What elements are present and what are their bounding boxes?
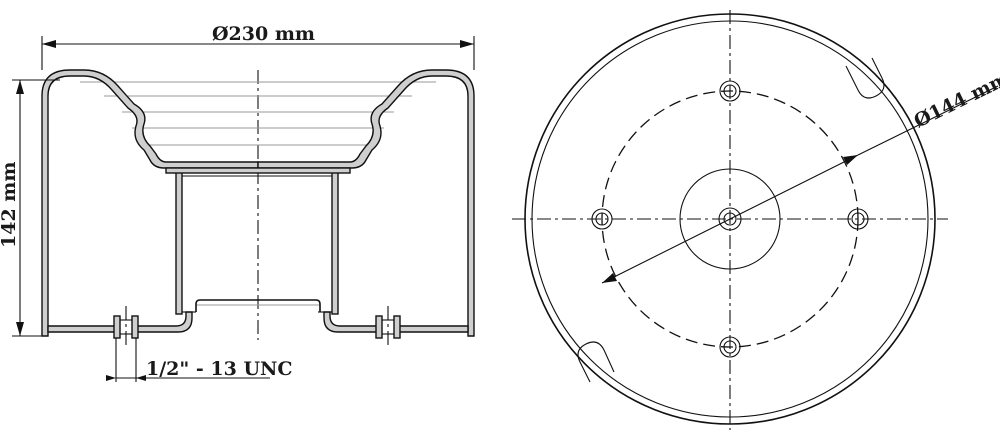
column-cap	[165, 167, 351, 174]
rim-slot-top-right	[845, 57, 885, 99]
bolt-hole-left	[591, 208, 613, 230]
bolt-hole-bottom	[719, 336, 741, 358]
bolt-hole-top	[719, 80, 741, 102]
bolt-circle-dimension: Ø144 mm	[601, 68, 1000, 284]
section-view: Ø230 mm 142 mm 1/2" - 13 UNC	[0, 23, 475, 382]
height-dimension: 142 mm	[0, 79, 60, 337]
bolt-hole-right	[847, 208, 869, 230]
threaded-insert-left	[113, 306, 139, 346]
outer-shell-right	[257, 69, 475, 337]
diameter-dimension: Ø230 mm	[41, 23, 475, 70]
bowl-guide-lines	[80, 81, 436, 306]
base-plate-right-inner	[323, 311, 379, 333]
thread-label: 1/2" - 13 UNC	[146, 358, 293, 380]
bolt-circle-label: Ø144 mm	[911, 68, 1000, 133]
outer-shell-left	[41, 69, 259, 337]
column-flange	[195, 299, 321, 312]
plan-view: Ø144 mm	[512, 10, 1000, 430]
column-wall-right	[331, 169, 339, 315]
base-plate-left-inner	[135, 311, 193, 333]
threaded-insert-right	[375, 306, 401, 346]
column-wall-left	[175, 169, 183, 315]
base-plate-right	[397, 325, 469, 333]
height-label: 142 mm	[0, 162, 20, 248]
rim-slot-bottom-left	[577, 341, 615, 383]
outer-diameter-label: Ø230 mm	[212, 23, 315, 45]
thread-callout: 1/2" - 13 UNC	[106, 338, 293, 382]
base-plate-left	[47, 325, 117, 333]
